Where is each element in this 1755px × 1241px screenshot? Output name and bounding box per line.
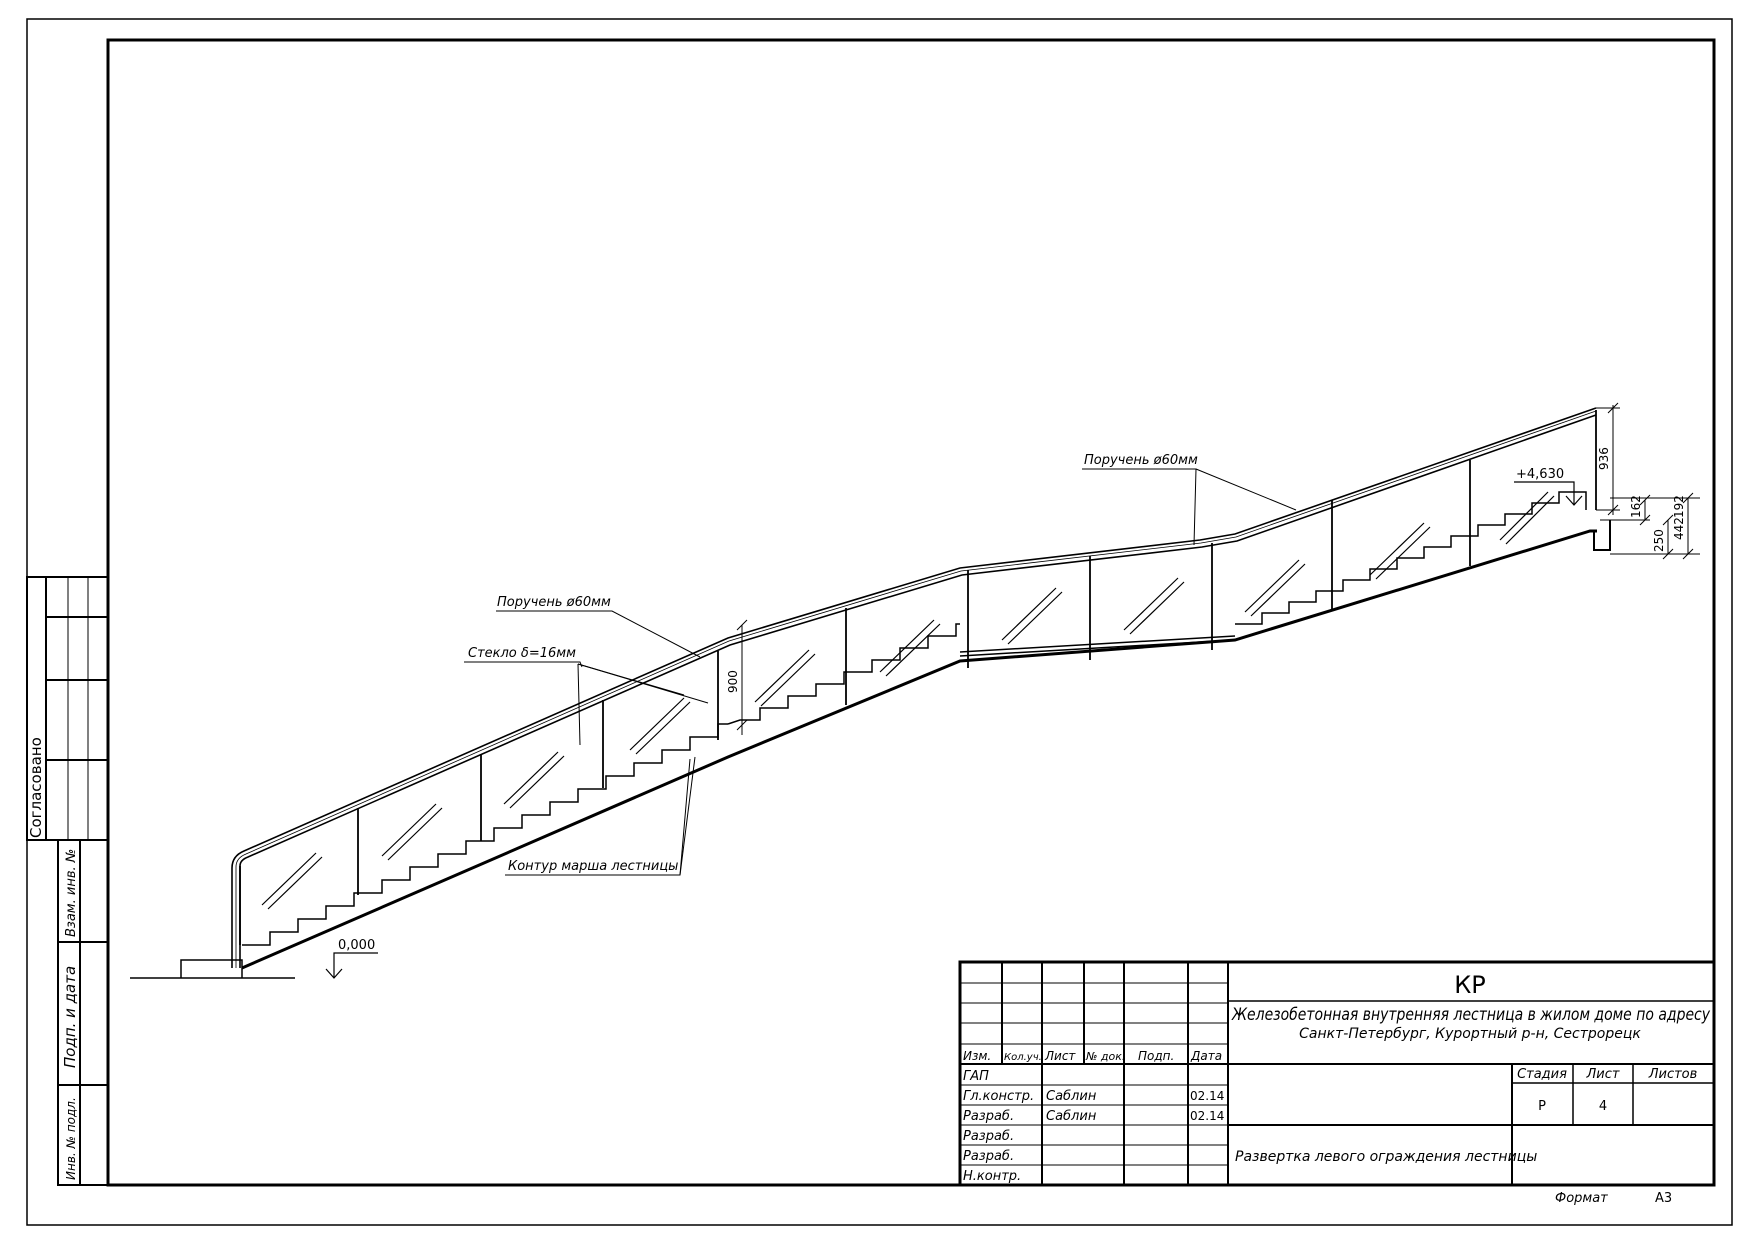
tb-project-line2: Санкт-Петербург, Курортный р-н, Сестроре… xyxy=(1299,1026,1641,1042)
mid-landing xyxy=(959,635,1236,657)
label-handrail-lower: Поручень ø60мм xyxy=(497,595,611,610)
title-block-grid xyxy=(958,960,1716,1187)
tb-stage-value: Р xyxy=(1538,1099,1546,1114)
dim-162: 162 xyxy=(1629,495,1643,518)
tb-row-role: Гл.констр. xyxy=(963,1089,1034,1104)
tb-project-line1: Железобетонная внутренняя лестница в жил… xyxy=(1231,1005,1711,1025)
tb-row-role: Разраб. xyxy=(963,1129,1014,1144)
dimension-lines xyxy=(736,402,1700,735)
tb-row-date: 02.14 xyxy=(1190,1109,1224,1123)
tb-stage-header: Стадия xyxy=(1517,1067,1567,1082)
ground-landing xyxy=(130,959,295,979)
tb-header-list: Лист xyxy=(1044,1049,1076,1063)
dim-192: 192 xyxy=(1672,495,1686,518)
outer-border xyxy=(26,18,1733,1226)
dim-250: 250 xyxy=(1652,529,1666,552)
tb-header-podp: Подп. xyxy=(1138,1049,1174,1063)
tb-row-role: ГАП xyxy=(963,1069,989,1084)
side-sign-date-text: Подп. и дата xyxy=(61,966,79,1068)
tb-header-ndoc: № док. xyxy=(1085,1050,1125,1063)
tb-row-date: 02.14 xyxy=(1190,1089,1224,1103)
tb-sheet-header: Лист xyxy=(1586,1067,1620,1082)
tb-format-label: Формат xyxy=(1555,1191,1608,1206)
tb-row-role: Разраб. xyxy=(963,1109,1014,1124)
label-level-top: +4,630 xyxy=(1516,467,1564,482)
steps-flight-2 xyxy=(1235,491,1587,625)
tb-row-name: Саблин xyxy=(1046,1089,1097,1104)
leader-lines xyxy=(464,468,1297,876)
tb-row-role: Н.контр. xyxy=(963,1169,1021,1184)
dim-936: 936 xyxy=(1597,447,1611,470)
tb-header-kol: Кол.уч. xyxy=(1004,1052,1042,1063)
tb-row-name: Саблин xyxy=(1046,1109,1097,1124)
side-inv-original-text: Инв. № подл. xyxy=(64,1097,78,1180)
tb-sheet-title: Развертка левого ограждения лестницы xyxy=(1235,1149,1537,1165)
side-agreed-text: Согласовано xyxy=(27,737,45,838)
tb-code: КР xyxy=(1454,971,1486,999)
level-mark-top xyxy=(1514,481,1583,506)
steps-flight-1 xyxy=(242,623,960,946)
tb-header-izm: Изм. xyxy=(963,1049,991,1063)
dim-900: 900 xyxy=(726,670,740,693)
glass-hatching xyxy=(261,491,1555,910)
tb-sheets-header: Листов xyxy=(1648,1067,1698,1082)
label-glass: Стекло δ=16мм xyxy=(468,646,576,661)
tb-header-date: Дата xyxy=(1190,1049,1222,1063)
stair-contour xyxy=(241,520,1611,970)
label-contour: Контур марша лестницы xyxy=(508,859,678,874)
tb-sheet-value: 4 xyxy=(1599,1099,1607,1114)
tb-row-role: Разраб. xyxy=(963,1149,1014,1164)
tb-format-value: А3 xyxy=(1655,1191,1672,1206)
label-level-zero: 0,000 xyxy=(338,938,375,953)
side-stamp xyxy=(26,576,109,1186)
level-mark-zero xyxy=(325,952,378,979)
handrail xyxy=(231,407,1597,968)
side-replaced-inv-text: Взам. инв. № xyxy=(64,849,79,937)
dim-442: 442 xyxy=(1672,517,1686,540)
glass-panels xyxy=(239,410,1597,945)
label-handrail-upper: Поручень ø60мм xyxy=(1084,453,1198,468)
